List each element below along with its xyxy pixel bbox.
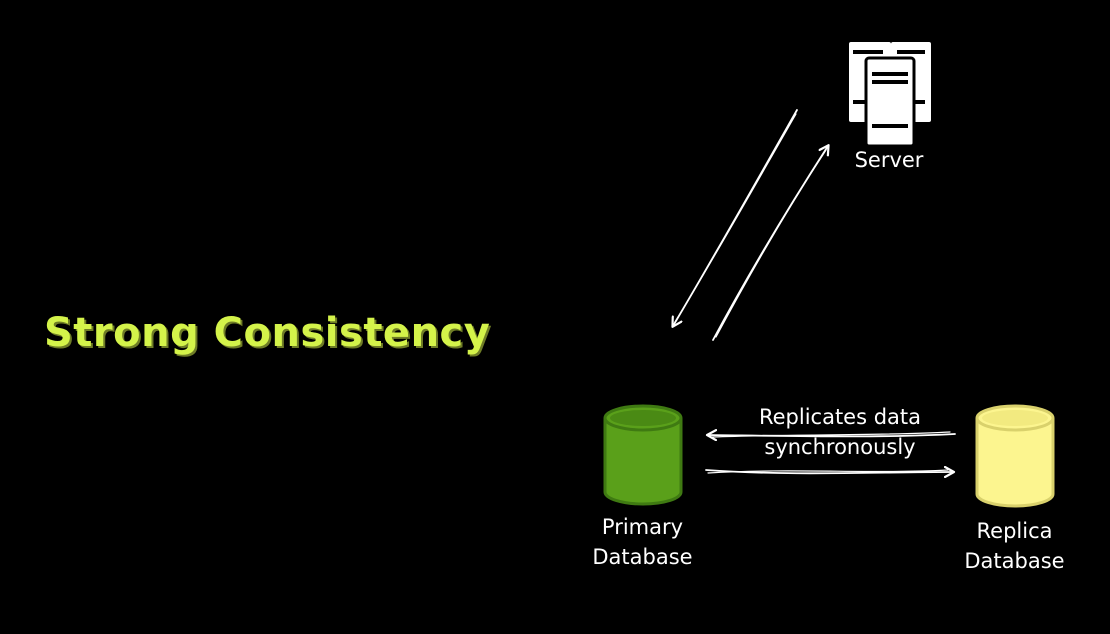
replica-label-line1: Replica [976,519,1053,543]
server-to-primary-arrow [673,109,798,326]
primary-to-replica-arrow [705,470,953,473]
primary-label-line1: Primary [601,515,684,539]
primary-to-server-arrow [712,146,828,341]
primary-database-label: Primary Database [580,512,705,572]
replica-database-label: Replica Database [952,516,1077,576]
page-title: Strong Consistency [44,310,491,356]
replication-label-line2: synchronously [764,435,916,459]
replication-label-line1: Replicates data [758,405,922,429]
replica-to-primary-arrow [708,432,956,437]
replica-database-icon [975,404,1055,508]
server-icon [849,42,931,148]
replica-label-line2: Database [964,549,1065,573]
server-label: Server [854,148,924,172]
primary-label-line2: Database [592,545,693,569]
primary-database-icon [603,404,683,506]
replication-label: Replicates data synchronously [742,402,938,462]
